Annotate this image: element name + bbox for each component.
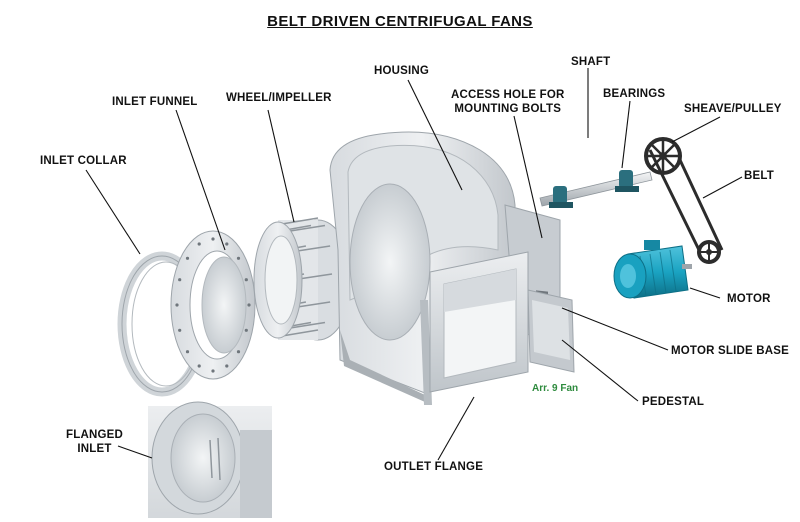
label-sheave-pulley: SHEAVE/PULLEY — [684, 103, 782, 115]
label-flanged-inlet-line2: INLET — [77, 443, 112, 455]
bolt-hole — [197, 364, 201, 368]
wheel-impeller — [253, 217, 353, 341]
label-flanged-inlet-line1: FLANGED — [66, 429, 123, 441]
label-belt: BELT — [744, 170, 774, 182]
bolt-hole — [178, 328, 182, 332]
belt — [648, 149, 724, 253]
arrangement-note: Arr. 9 Fan — [532, 383, 579, 394]
motor — [613, 240, 692, 299]
bolt-hole — [236, 350, 241, 354]
impeller-blade — [281, 217, 319, 225]
label-wheel-impeller: WHEEL/IMPELLER — [226, 92, 332, 104]
bolt-hole — [185, 256, 190, 260]
label-housing: HOUSING — [374, 65, 430, 77]
bolt-hole — [244, 278, 248, 282]
impeller-blade — [281, 329, 319, 337]
label-motor: MOTOR — [727, 293, 771, 305]
impeller-blade — [286, 321, 326, 330]
bolt-hole — [211, 237, 215, 241]
pedestal — [527, 289, 575, 373]
label-access-hole: ACCESS HOLE FOR MOUNTING BOLTS — [451, 88, 565, 116]
impeller-blade — [286, 224, 326, 233]
bolt-hole — [225, 364, 229, 368]
bearing-2 — [615, 170, 639, 192]
inlet-funnel — [170, 230, 256, 380]
label-access-hole-line1: ACCESS HOLE FOR — [451, 89, 565, 101]
label-flanged-inlet: FLANGED INLET — [66, 428, 123, 456]
bolt-hole — [236, 256, 241, 260]
label-outlet-flange: OUTLET FLANGE — [384, 461, 484, 473]
bearing-1 — [549, 186, 573, 208]
outlet-duct — [429, 251, 529, 393]
bolt-hole — [244, 328, 248, 332]
leader-lines — [85, 68, 743, 461]
bolt-hole — [185, 350, 190, 354]
label-inlet-funnel: INLET FUNNEL — [112, 96, 198, 108]
label-access-hole-line2: MOUNTING BOLTS — [454, 103, 562, 115]
label-inlet-collar: INLET COLLAR — [40, 155, 127, 167]
belt-drive — [644, 137, 724, 264]
bolt-hole — [225, 242, 229, 246]
sheave-small — [697, 240, 721, 264]
shaft-assembly — [539, 170, 653, 208]
label-motor-slide-base: MOTOR SLIDE BASE — [671, 345, 789, 357]
bolt-hole — [211, 369, 215, 373]
bolt-hole — [247, 303, 251, 307]
sheave-large — [644, 137, 682, 175]
label-pedestal: PEDESTAL — [642, 396, 705, 408]
label-shaft: SHAFT — [571, 56, 611, 68]
bolt-hole — [175, 303, 179, 307]
flanged-inlet-inset — [148, 401, 272, 518]
label-bearings: BEARINGS — [603, 88, 666, 100]
bolt-hole — [178, 278, 182, 282]
bolt-hole — [197, 242, 201, 246]
page-title: BELT DRIVEN CENTRIFUGAL FANS — [267, 13, 533, 30]
